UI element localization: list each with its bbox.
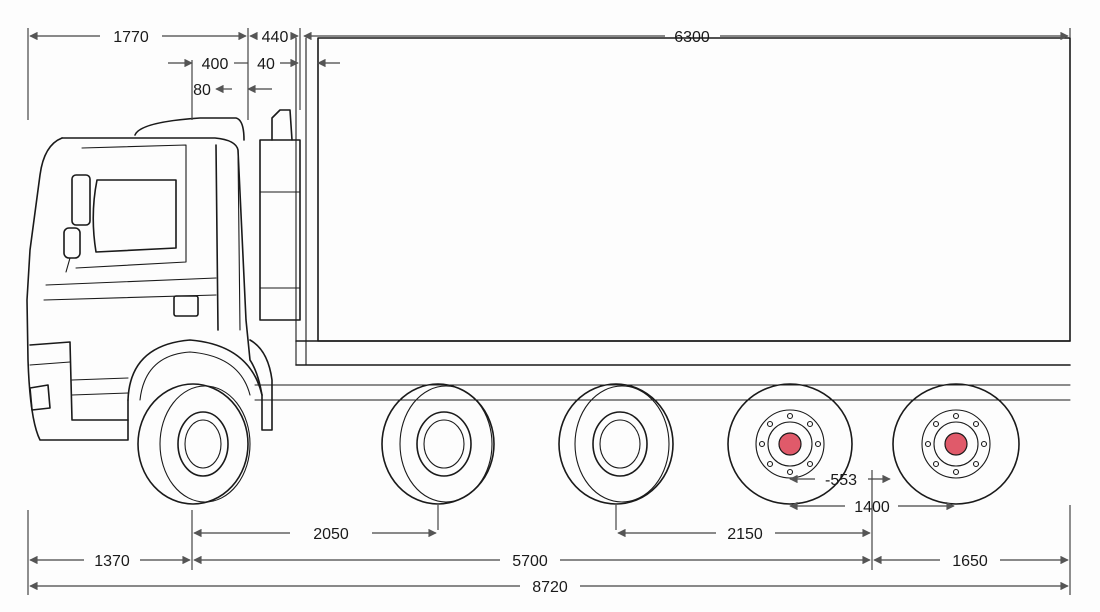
cab — [26, 117, 273, 441]
dim-6300: 6300 — [303, 29, 1069, 46]
axle-5-wheel — [892, 383, 1020, 505]
dim-1770: 1770 — [29, 29, 247, 46]
extension-lines — [27, 28, 1071, 595]
dim-8720-label: 8720 — [532, 579, 568, 596]
front-wheel — [137, 383, 251, 505]
dim-1400-label: 1400 — [854, 499, 890, 516]
dim-1650: 1650 — [873, 553, 1069, 570]
dim-80-label: 80 — [193, 82, 211, 99]
exhaust-stack — [259, 109, 301, 321]
dim-1370: 1370 — [29, 553, 191, 570]
dim-1650-label: 1650 — [952, 553, 988, 570]
dim-8720: 8720 — [29, 579, 1069, 596]
dim-553: -553 — [789, 472, 891, 489]
dim-40: 40 — [257, 56, 340, 73]
dim-5700: 5700 — [193, 553, 871, 570]
dim-2050-label: 2050 — [313, 526, 349, 543]
dim-400-label: 400 — [202, 56, 229, 73]
dim-2150: 2150 — [617, 526, 871, 543]
dim-6300-label: 6300 — [674, 29, 710, 46]
dim-40-label: 40 — [257, 56, 275, 73]
dim-400: 400 — [168, 56, 248, 73]
axle-4-hub — [778, 432, 802, 456]
dim-1770-label: 1770 — [113, 29, 149, 46]
dim-1370-label: 1370 — [94, 553, 130, 570]
dim-553-label: -553 — [825, 472, 857, 489]
dim-5700-label: 5700 — [512, 553, 548, 570]
axle-2-wheel — [381, 383, 495, 505]
cargo-body — [254, 37, 1071, 401]
dim-440-label: 440 — [262, 29, 289, 46]
dim-1400: 1400 — [789, 499, 955, 516]
dim-2050: 2050 — [193, 526, 437, 543]
dim-80: 80 — [193, 82, 272, 99]
dim-440: 440 — [249, 29, 299, 46]
axle-3-wheel — [558, 383, 674, 505]
dim-2150-label: 2150 — [727, 526, 763, 543]
axle-5-hub — [944, 432, 968, 456]
